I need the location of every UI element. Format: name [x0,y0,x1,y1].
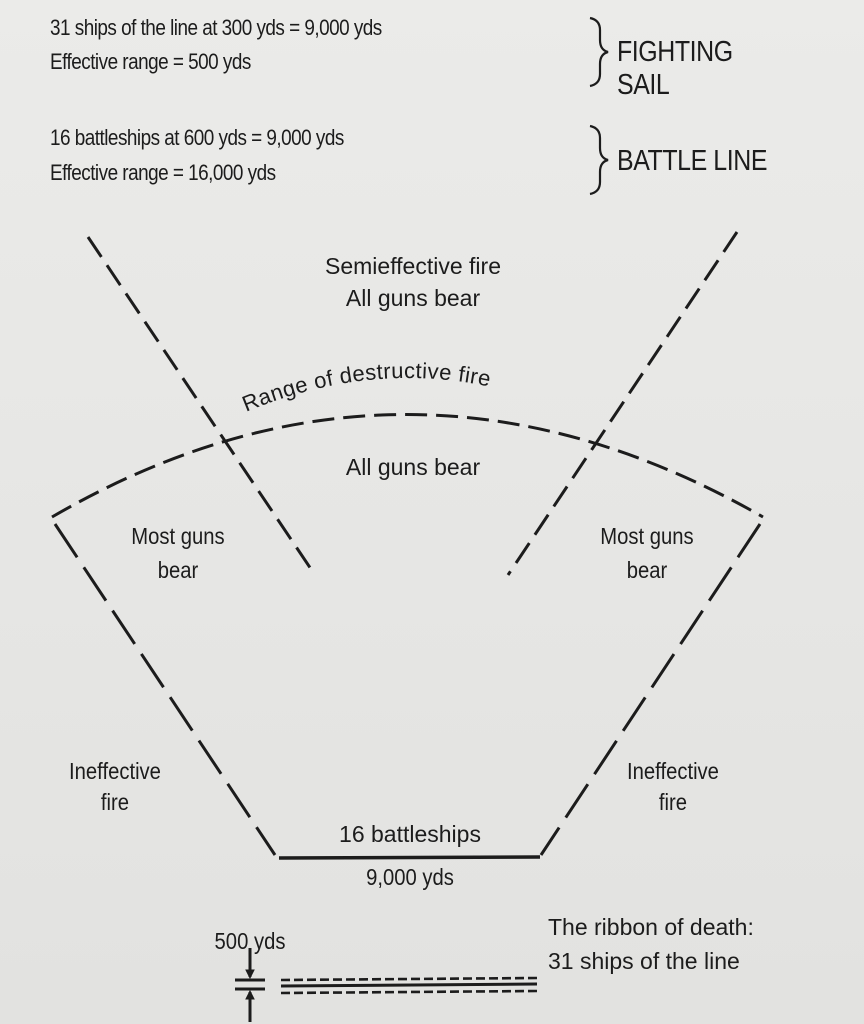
battle-line-baseline [278,855,541,860]
baseline-ships-label: 16 battleships [339,821,481,847]
fighting-sail-line2: Effective range = 500 yds [50,49,251,74]
right-ineffective-label: Ineffective [627,758,719,784]
right-bear-label: bear [626,557,668,583]
semieffective-label: Semieffective fire [325,253,501,279]
baseline-distance-label: 9,000 yds [366,864,454,890]
fighting-sail-line1: 31 ships of the line at 300 yds = 9,000 … [50,15,382,40]
scale-label: 500 yds [214,928,286,954]
left-fire-label: fire [100,789,130,815]
destructive-range-arc [51,413,764,519]
fighting-sail-label-line1: FIGHTING [617,36,733,68]
battle-line-line2: Effective range = 16,000 yds [50,160,276,185]
left-outer-line [53,523,277,856]
left-ineffective-label: Ineffective [69,758,161,784]
right-sector-line [506,231,739,576]
inner-all-guns-label: All guns bear [345,454,481,480]
battle-line-label: BATTLE LINE [617,145,768,177]
semieffective-guns-label: All guns bear [345,285,481,311]
ribbon-of-death [280,976,538,995]
right-outer-line [539,523,762,856]
left-bear-label: bear [157,557,199,583]
left-most-guns-label: Most guns [131,523,225,549]
battle-line-line1: 16 battleships at 600 yds = 9,000 yds [50,125,344,150]
battle-line-brace [589,124,609,196]
right-fire-label: fire [658,789,688,815]
right-most-guns-label: Most guns [600,523,694,549]
ribbon-caption-line2: 31 ships of the line [548,948,740,974]
fighting-sail-label-line2: SAIL [617,69,670,101]
fighting-sail-brace [589,16,609,88]
scale-marker [235,948,265,1022]
ribbon-caption-line1: The ribbon of death: [548,914,754,940]
arc-label: Range of destructive fire [239,358,494,417]
